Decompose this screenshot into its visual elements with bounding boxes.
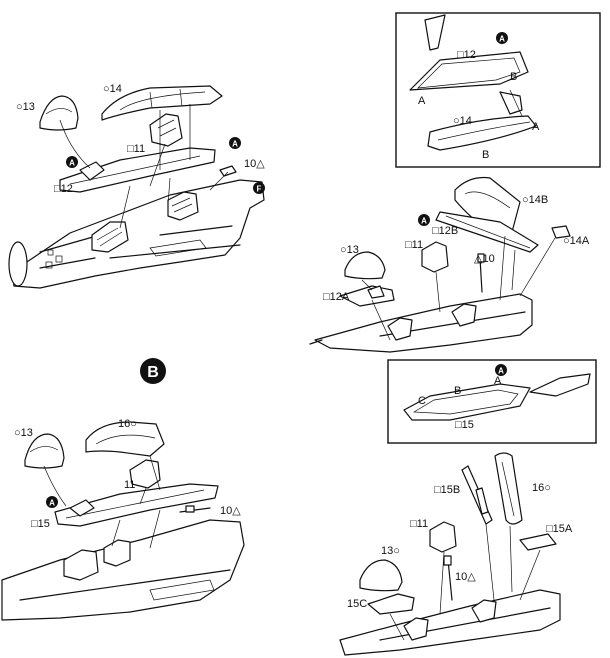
canopy-frame-15 [403, 383, 531, 421]
label-part-12: □12 [54, 183, 73, 195]
fuselage-front [11, 179, 265, 289]
seat-bl-front [63, 549, 99, 581]
label-inset-part-12: □12 [457, 49, 476, 61]
label-inset-b: B [454, 385, 461, 397]
diagram-top-left [8, 85, 265, 289]
frame-15c [367, 593, 415, 615]
label-part-13: ○13 [16, 101, 35, 113]
label-part-11-bl: 11 [124, 479, 135, 491]
label-part-11: □11 [127, 143, 145, 155]
seat-br-rear [471, 599, 497, 623]
label-inset-b1: B [510, 71, 517, 83]
svg-text:A: A [499, 35, 505, 44]
svg-text:A: A [232, 140, 238, 149]
seat-bl-rear [103, 539, 131, 567]
tweezer-tool-2 [499, 91, 523, 115]
diagram-inset-top [409, 14, 537, 151]
label-part-11-tr: □11 [405, 239, 423, 251]
svg-text:A: A [498, 367, 504, 376]
label-part-14a: ○14A [563, 235, 590, 247]
label-part-10: 10△ [244, 158, 265, 170]
label-inset-a2: A [532, 121, 540, 133]
seat-br-front [403, 617, 429, 641]
seat-11-tr [421, 241, 449, 273]
fuselage-bottom-left [1, 519, 245, 621]
ref-marker-a: A [229, 137, 241, 149]
svg-text:A: A [69, 159, 75, 168]
ref-marker-a: A [418, 214, 430, 226]
ref-marker-a: A [495, 364, 507, 376]
label-part-16-bl: 16○ [118, 418, 137, 430]
label-part-13-tr: ○13 [340, 244, 359, 256]
instrument-panel [79, 161, 105, 181]
nose-cone [8, 241, 28, 287]
part-10-small [219, 165, 237, 177]
label-inset-a: A [494, 375, 502, 387]
ref-marker-a: A [66, 156, 78, 168]
seat-tr-rear [451, 303, 477, 327]
canopy-frame-12 [409, 51, 529, 91]
canopy-14 [101, 85, 223, 121]
label-part-11-br: □11 [410, 518, 428, 530]
fuselage-bottom-right [339, 589, 561, 656]
canopy-16 [85, 421, 165, 457]
diagram-bottom-left [1, 421, 245, 621]
ref-marker-a: A [496, 32, 508, 44]
label-part-13-br: 13○ [381, 545, 400, 557]
label-inset-a1: A [418, 95, 426, 107]
label-part-10-bl: 10△ [220, 505, 241, 517]
seat-tr-front [387, 317, 413, 341]
label-part-10-tr: △10 [474, 253, 495, 265]
label-part-14b: ○14B [522, 194, 548, 206]
label-part-12a: □12A [323, 291, 350, 303]
canopy-sill-15 [54, 483, 219, 527]
section-marker-b: B [140, 358, 166, 384]
label-inset-c: C [418, 395, 426, 407]
svg-text:A: A [421, 217, 427, 226]
canopy-16-br [494, 452, 523, 525]
canopy-14-inset [427, 115, 537, 151]
label-part-14: ○14 [103, 83, 122, 95]
label-part-15a: □15A [546, 523, 573, 535]
windscreen-13-tr [344, 251, 386, 280]
ref-marker-f: F [253, 182, 265, 194]
diagram-top-right [309, 176, 571, 353]
label-part-10-br: 10△ [455, 571, 476, 583]
label-inset-part-15: □15 [455, 419, 474, 431]
windscreen-13 [39, 95, 79, 131]
part-14a [551, 225, 571, 239]
windscreen-13-br [359, 559, 403, 592]
seat-part-11 [149, 113, 183, 147]
seat-11-br [429, 521, 457, 553]
diagram-bottom-right [339, 452, 561, 656]
label-part-15-bl: □15 [31, 518, 50, 530]
ejection-seat-front [91, 221, 129, 253]
label-part-13-bl: ○13 [14, 427, 33, 439]
label-part-15c: 15C [347, 598, 367, 610]
label-part-15b: □15B [434, 484, 460, 496]
svg-text:F: F [257, 185, 262, 194]
label-part-12b: □12B [432, 225, 458, 237]
tweezer-tool-b [529, 373, 591, 397]
ejection-seat-rear [167, 191, 199, 221]
svg-text:A: A [49, 499, 55, 508]
svg-text:B: B [147, 364, 159, 381]
label-part-16-br: 16○ [532, 482, 551, 494]
seat-11-bl [129, 459, 161, 489]
fuselage-top-right [314, 293, 533, 353]
canopy-sill-12 [59, 147, 216, 193]
ref-marker-a: A [46, 496, 58, 508]
label-inset-part-14: ○14 [453, 115, 472, 127]
windscreen-13-bl [24, 433, 65, 469]
label-inset-b2: B [482, 149, 489, 161]
part-15a [519, 533, 557, 551]
tweezer-tool [424, 14, 446, 51]
diagram-inset-bottom [403, 373, 591, 421]
